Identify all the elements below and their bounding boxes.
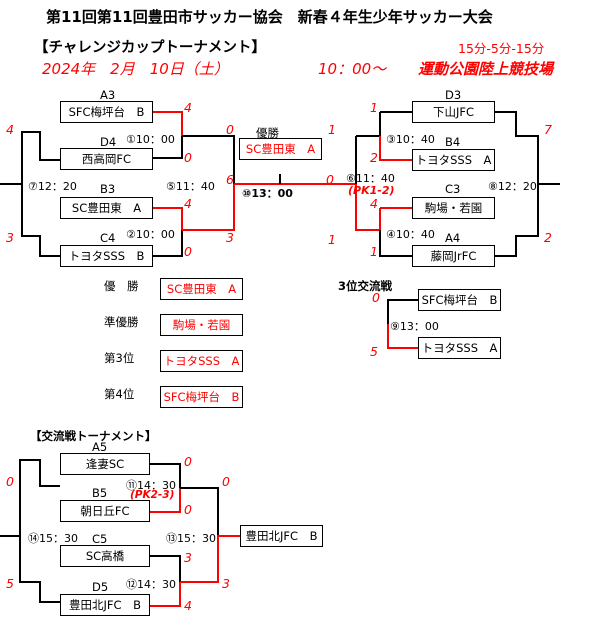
slot-code: C5 [92, 532, 108, 546]
match-time: ⑦12：20 [28, 180, 77, 193]
team-box: 下山JFC [412, 101, 495, 123]
match-time: ①10：00 [126, 133, 175, 146]
score: 0 [222, 474, 230, 489]
event-venue: 運動公園陸上競技場 [418, 60, 554, 78]
score: 0 [326, 172, 334, 187]
score: 4 [370, 196, 378, 211]
event-date: 2024年 2月 10日（土） [42, 60, 229, 78]
bracket-subtitle: 【チャレンジカップトーナメント】 [34, 40, 266, 56]
slot-code: B5 [92, 486, 108, 500]
team-box: SC豊田東 A [60, 197, 153, 219]
team-box: トヨタSSS A [412, 149, 495, 171]
team-box: 駒場・若園 [412, 197, 495, 219]
score: 0 [226, 122, 234, 137]
slot-code: B3 [100, 182, 116, 196]
match-time: ⑪14：30 [126, 479, 176, 492]
rank-team: 駒場・若園 [160, 314, 243, 336]
rank-label: 優 勝 [104, 279, 139, 293]
slot-code: D4 [100, 135, 117, 149]
match-time: ②10：00 [126, 228, 175, 241]
rank-label: 準優勝 [104, 315, 139, 329]
team-box: SFC梅坪台 B [418, 289, 501, 311]
score: 2 [544, 230, 552, 245]
score: 1 [328, 122, 336, 137]
match-time: ⑧12：20 [488, 180, 537, 193]
score: 0 [184, 502, 192, 517]
score: 4 [184, 100, 192, 115]
team-box: 朝日丘FC [60, 500, 150, 522]
final-time: ⑩13：00 [242, 187, 293, 200]
score: 4 [184, 196, 192, 211]
rank-team: SFC梅坪台 B [160, 386, 243, 408]
slot-code: D3 [445, 88, 462, 102]
score: 5 [6, 576, 14, 591]
match-time: ⑤11：40 [166, 180, 215, 193]
team-box: 藤岡JrFC [412, 245, 495, 267]
match-time: ③10：40 [386, 133, 435, 146]
score: 0 [372, 290, 380, 305]
team-box: トヨタSSS B [60, 245, 153, 267]
team-box: トヨタSSS A [418, 337, 501, 359]
champion-box: 豊田北JFC B [240, 525, 323, 547]
rank-team: SC豊田東 A [160, 278, 243, 300]
score: 2 [370, 150, 378, 165]
score: 4 [184, 598, 192, 613]
team-box: 西高岡FC [60, 148, 153, 170]
score: 3 [226, 230, 234, 245]
match-time: ⑭15：30 [28, 532, 78, 545]
rank-label: 第3位 [104, 351, 135, 365]
third-place-title: 3位交流戦 [338, 279, 393, 293]
score: 6 [226, 172, 234, 187]
score: 0 [184, 244, 192, 259]
match-time: ⑥11：40 [346, 172, 395, 185]
slot-code: A4 [445, 231, 461, 245]
score: 1 [370, 100, 378, 115]
match-time: ④10：40 [386, 228, 435, 241]
team-box: SFC梅坪台 B [60, 101, 153, 123]
slot-code: C4 [100, 231, 116, 245]
match-time: ⑬15：30 [166, 532, 216, 545]
score: 4 [6, 122, 14, 137]
score: 3 [6, 230, 14, 245]
final-label: 優勝 [256, 126, 279, 140]
score: 1 [370, 244, 378, 259]
exchange-title: 【交流戦トーナメント】 [30, 429, 157, 443]
rank-label: 第4位 [104, 387, 135, 401]
score: 3 [222, 576, 230, 591]
slot-code: D5 [92, 580, 109, 594]
pk-result: (PK2-3) [130, 489, 175, 501]
team-box: SC高橋 [60, 545, 150, 567]
score: 0 [184, 150, 192, 165]
match-time: ⑫14：30 [126, 578, 176, 591]
match-format: 15分-5分-15分 [458, 41, 545, 56]
tournament-title: 第11回第11回豊田市サッカー協会 新春４年生少年サッカー大会 [46, 8, 493, 26]
rank-team: トヨタSSS A [160, 350, 243, 372]
score: 1 [328, 232, 336, 247]
slot-code: C3 [445, 182, 461, 196]
score: 0 [6, 474, 14, 489]
score: 0 [184, 454, 192, 469]
slot-code: A3 [100, 88, 116, 102]
score: 5 [370, 344, 378, 359]
match-time: ⑨13：00 [390, 320, 439, 333]
pk-result: (PK1-2) [348, 184, 395, 197]
score: 3 [184, 550, 192, 565]
slot-code: A5 [92, 440, 108, 454]
team-box: 逢妻SC [60, 453, 150, 475]
team-box: 豊田北JFC B [60, 594, 150, 616]
score: 7 [544, 122, 552, 137]
champion-box: SC豊田東 A [239, 138, 322, 160]
event-time: 10：00～ [318, 60, 387, 78]
slot-code: B4 [445, 135, 461, 149]
